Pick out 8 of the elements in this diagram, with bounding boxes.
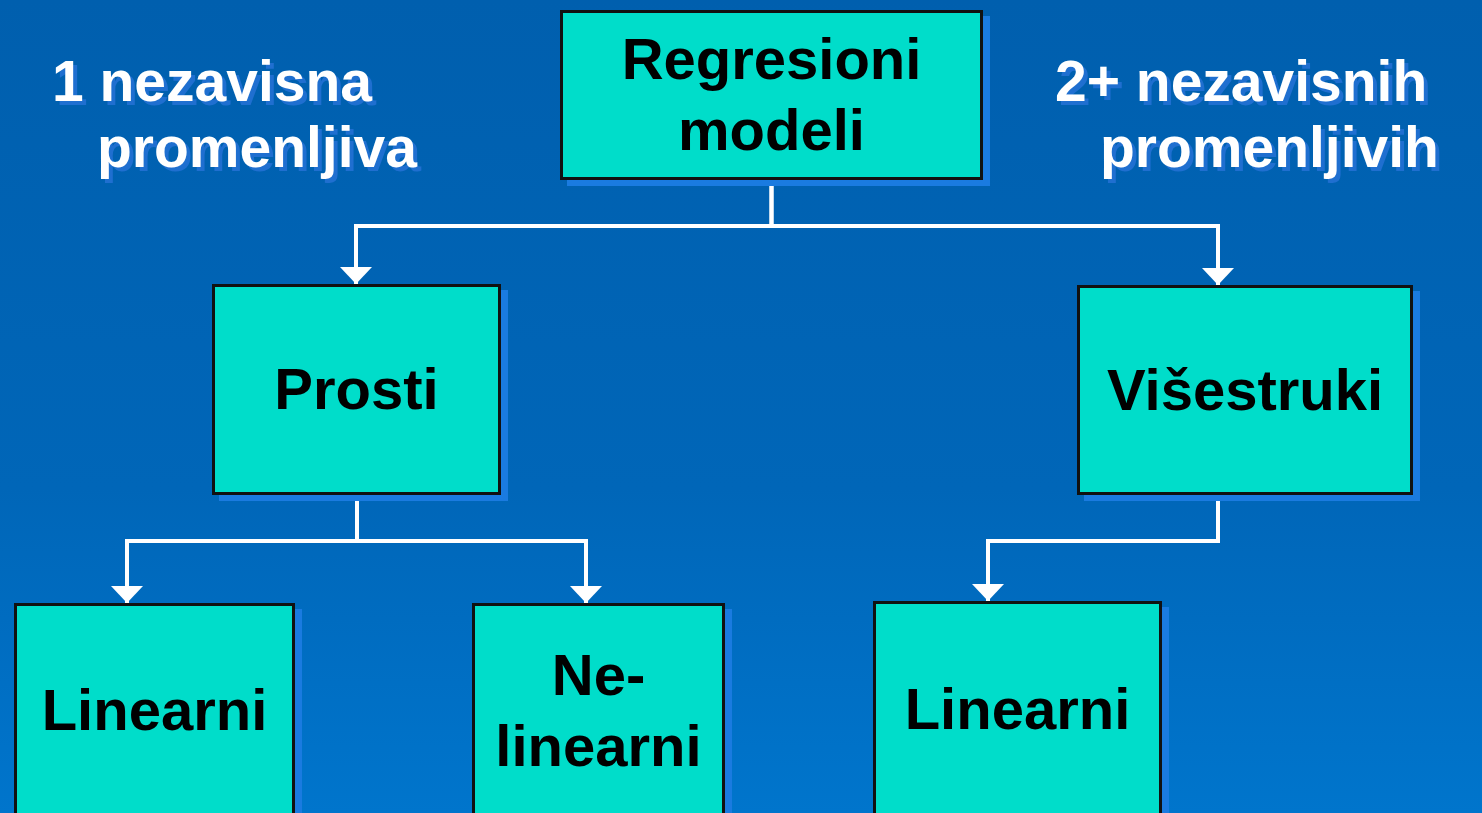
node-label: Višestruki xyxy=(1106,355,1384,424)
node-label: Linearni xyxy=(904,675,1131,744)
node-label: Linearni xyxy=(41,676,268,745)
annotation-text: 2+ nezavisnih promenljivih xyxy=(1055,48,1440,180)
node-label: Prosti xyxy=(274,355,439,424)
node-label: Ne-linearni xyxy=(494,640,703,780)
node-label: Regresioni modeli xyxy=(620,25,923,164)
annotation-text: 1 nezavisna promenljiva xyxy=(52,48,419,180)
